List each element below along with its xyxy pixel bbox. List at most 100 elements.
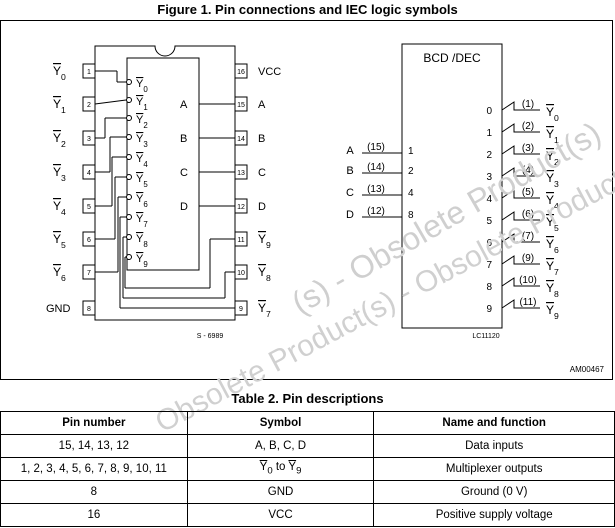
pin-number: 14	[237, 136, 245, 143]
cell-pin-number: 8	[0, 480, 188, 504]
pin-label: A	[258, 99, 266, 111]
inner-output-label: Y1	[136, 96, 148, 112]
pin-number: 9	[239, 306, 243, 313]
iec-output-pin: (4)	[522, 165, 534, 176]
iec-output-index: 6	[486, 238, 492, 249]
iec-output-index: 8	[486, 282, 492, 293]
inner-output-label: Y8	[136, 233, 148, 249]
inner-input-label: D	[180, 201, 188, 213]
cell-function: Data inputs	[373, 434, 615, 458]
inversion-bubble	[126, 234, 132, 240]
inversion-bubble	[126, 97, 132, 103]
iec-output-pin: (3)	[522, 143, 534, 154]
pin-number: 7	[87, 270, 91, 277]
header-name-function: Name and function	[373, 411, 615, 435]
pin-number: 11	[237, 237, 244, 244]
iec-output-pin: (11)	[519, 297, 536, 308]
pin-number: 13	[237, 170, 245, 177]
iec-output-label: Y9	[546, 303, 559, 321]
iec-output-line	[501, 167, 540, 177]
inner-input-label: A	[180, 99, 188, 111]
table-row: 1, 2, 3, 4, 5, 6, 7, 8, 9, 10, 11 Y0 to …	[0, 457, 615, 481]
iec-title: BCD /DEC	[423, 51, 481, 65]
iec-output-index: 4	[486, 194, 492, 205]
iec-output-label: Y5	[546, 215, 559, 233]
pin-number: 15	[237, 102, 245, 109]
pin-number: 10	[237, 270, 245, 277]
pin-number: 5	[87, 204, 91, 211]
iec-output-index: 0	[486, 106, 492, 117]
cell-symbol: A, B, C, D	[186, 434, 375, 458]
pin-table: Pin number Symbol Name and function 15, …	[0, 411, 615, 527]
inner-output-label: Y5	[136, 173, 148, 189]
figure-reference: AM00467	[570, 365, 605, 374]
table-header-row: Pin number Symbol Name and function	[0, 411, 615, 435]
pin-label: Y7	[258, 301, 271, 319]
iec-output-line	[501, 277, 540, 287]
pin-number: 2	[87, 102, 91, 109]
pin-label: Y5	[53, 232, 66, 250]
pin-label: GND	[46, 303, 71, 315]
figure-title: Figure 1. Pin connections and IEC logic …	[157, 2, 458, 17]
inversion-bubble	[126, 194, 132, 200]
cell-symbol: VCC	[186, 503, 375, 527]
inner-output-label: Y4	[136, 153, 148, 169]
pin-number: 1	[87, 69, 91, 76]
iec-output-line	[501, 233, 540, 243]
pin-label: B	[258, 133, 265, 145]
pin-box	[82, 300, 96, 316]
table-row: 8 GND Ground (0 V)	[0, 480, 615, 504]
iec-output-label: Y6	[546, 237, 559, 255]
cell-pin-number: 1, 2, 3, 4, 5, 6, 7, 8, 9, 10, 11	[0, 457, 188, 481]
iec-input-pin: (14)	[367, 162, 385, 173]
table-title: Table 2. Pin descriptions	[231, 391, 384, 406]
pin-label: Y2	[53, 131, 66, 149]
iec-input-name: C	[346, 187, 354, 199]
iec-output-label: Y4	[546, 193, 559, 211]
pin-number: 12	[237, 204, 245, 211]
iec-input-name: D	[346, 209, 354, 221]
cell-function: Multiplexer outputs	[373, 457, 615, 481]
pin-label: Y9	[258, 232, 271, 250]
figure-frame	[0, 20, 613, 380]
inner-output-label: Y0	[136, 78, 148, 94]
inner-output-label: Y7	[136, 213, 148, 229]
iec-output-index: 7	[486, 260, 492, 271]
pin-label: Y4	[53, 199, 66, 217]
inner-output-label: Y2	[136, 114, 148, 130]
iec-output-pin: (7)	[522, 231, 534, 242]
inversion-bubble	[126, 214, 132, 220]
iec-output-index: 2	[486, 150, 492, 161]
inversion-bubble	[126, 134, 132, 140]
cell-symbol: GND	[186, 480, 375, 504]
inner-output-label: Y3	[136, 133, 148, 149]
iec-output-line	[501, 101, 540, 111]
pin-label: Y8	[258, 265, 271, 283]
pin-label: VCC	[258, 66, 281, 78]
cell-pin-number: 15, 14, 13, 12	[0, 434, 188, 458]
iec-reference: LC11120	[472, 333, 499, 340]
iec-output-label: Y3	[546, 171, 559, 189]
iec-output-line	[501, 211, 540, 221]
iec-output-index: 5	[486, 216, 492, 227]
inversion-bubble	[126, 79, 132, 85]
iec-output-line	[501, 189, 540, 199]
package-reference: S - 6989	[197, 333, 224, 340]
pin-number: 8	[87, 306, 91, 313]
pin-number: 16	[237, 69, 245, 76]
iec-input-pin: (15)	[367, 142, 385, 153]
iec-output-line	[501, 145, 540, 155]
cell-function: Ground (0 V)	[373, 480, 615, 504]
pin-label: Y6	[53, 265, 66, 283]
inversion-bubble	[126, 115, 132, 121]
table-row: 15, 14, 13, 12 A, B, C, D Data inputs	[0, 434, 615, 458]
iec-output-label: Y1	[546, 127, 559, 145]
iec-output-index: 1	[486, 128, 492, 139]
dip-body	[94, 45, 236, 321]
iec-output-pin: (10)	[519, 275, 537, 286]
iec-output-pin: (9)	[522, 253, 534, 264]
cell-function: Positive supply voltage	[373, 503, 615, 527]
pin-label: Y0	[53, 64, 66, 82]
